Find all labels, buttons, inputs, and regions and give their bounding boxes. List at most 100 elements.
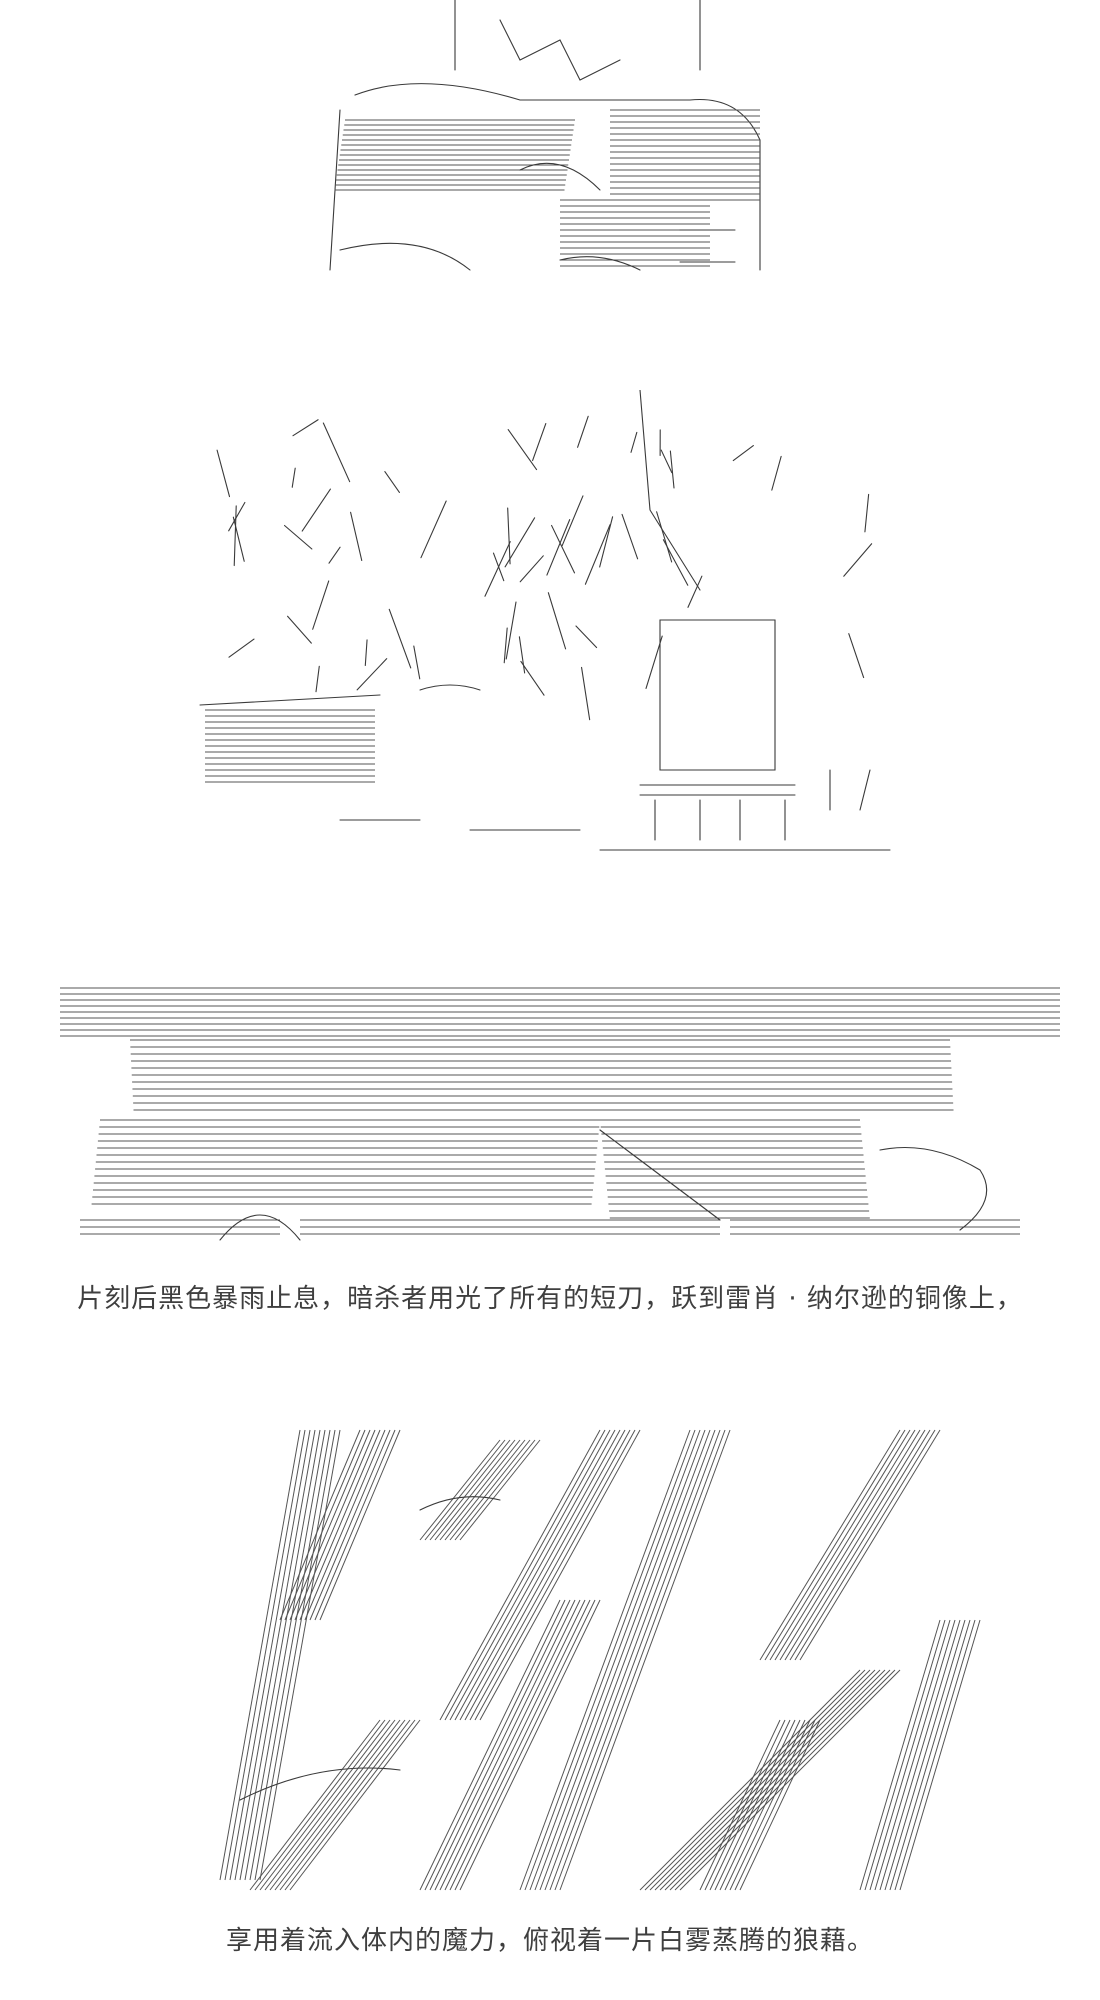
figure-detail [339, 242, 641, 271]
rain-slash [759, 1429, 901, 1661]
debris-stroke [546, 519, 571, 576]
rain-slash [664, 1669, 886, 1891]
debris-stroke [216, 449, 231, 498]
rain-slash [424, 1439, 506, 1541]
rain-curve [239, 1767, 401, 1801]
debris-stroke [228, 638, 255, 658]
rain-slash [879, 1619, 961, 1891]
debris-stroke [322, 422, 351, 483]
debris-diagonal [599, 1129, 721, 1221]
debris-stroke [283, 524, 313, 550]
rain-slash [724, 1719, 806, 1891]
rain-slash [319, 1429, 401, 1621]
rain-slash [764, 1429, 906, 1661]
rain-slash [769, 1429, 911, 1661]
debris-stroke [484, 541, 511, 597]
post [829, 769, 871, 811]
ascii-art-panel-ruins [0, 390, 1100, 860]
rain-slash [254, 1429, 336, 1881]
rain-slash [449, 1599, 591, 1891]
rain-slash [714, 1719, 796, 1891]
rain-slash [709, 1719, 791, 1891]
debris-stroke [669, 450, 675, 489]
debris-stroke [520, 660, 545, 696]
rain-slash [269, 1719, 401, 1891]
rain-slash [259, 1429, 341, 1881]
rain-slash [554, 1429, 726, 1891]
debris-stroke [864, 493, 870, 533]
rain-slash [654, 1669, 876, 1891]
debris-stroke [507, 429, 538, 471]
debris-stroke [848, 633, 865, 679]
debris-stroke [843, 543, 873, 577]
rain-slash [314, 1429, 396, 1621]
rain-slash [449, 1439, 531, 1541]
rain-slash [284, 1719, 416, 1891]
rain-slash [299, 1429, 381, 1621]
ascii-art-panel-debris [0, 980, 1100, 1270]
debris-stroke [599, 516, 614, 568]
rain-slash [884, 1619, 966, 1891]
figure-detail [499, 19, 621, 81]
rain-slash [459, 1429, 621, 1721]
rain-slash [454, 1599, 596, 1891]
debris-stroke [505, 601, 517, 660]
ascii-art-debris [60, 987, 1060, 1241]
debris-stroke [503, 627, 508, 664]
rain-slash [294, 1429, 376, 1621]
rain-slash [429, 1599, 571, 1891]
rain-slash [439, 1599, 581, 1891]
rain-slash [279, 1429, 361, 1621]
debris-stroke [420, 500, 447, 559]
debris-stroke [233, 505, 237, 567]
debris-stroke [507, 507, 511, 565]
debris-stroke [547, 592, 567, 650]
debris-stroke [630, 431, 638, 453]
rain-slash [524, 1429, 696, 1891]
debris-stroke [660, 449, 673, 474]
debris-stroke [312, 580, 330, 630]
rain-slash [254, 1719, 386, 1891]
rain-slash [669, 1669, 891, 1891]
rain-slash [249, 1429, 331, 1881]
rain-slash [739, 1719, 821, 1891]
rain-slash [889, 1619, 971, 1891]
rain-slash [464, 1429, 626, 1721]
rain-slash [479, 1429, 641, 1721]
debris-stroke [621, 513, 639, 560]
rain-slash [444, 1439, 526, 1541]
debris-stroke [771, 455, 782, 491]
rain-slash [249, 1719, 381, 1891]
rain-slash [419, 1599, 561, 1891]
debris-stroke [492, 552, 505, 582]
rain-slash [429, 1439, 511, 1541]
rain-slash [474, 1429, 636, 1721]
rain-slash [864, 1619, 946, 1891]
debris-stroke [581, 666, 591, 721]
rain-slash [439, 1439, 521, 1541]
spire-outline [639, 390, 701, 591]
art-line [199, 694, 381, 706]
rain-slash [234, 1429, 316, 1881]
ascii-art-panel-slashes [0, 1420, 1100, 1900]
figure-outline [354, 83, 761, 271]
rain-slash [244, 1429, 326, 1881]
rain-slash [544, 1429, 716, 1891]
rain-slash [444, 1599, 586, 1891]
caption-line-1: 片刻后黑色暴雨止息，暗杀者用光了所有的短刀，跃到雷肖 · 纳尔逊的铜像上， [77, 1284, 1023, 1314]
rain-slash [469, 1429, 631, 1721]
rain-slash [434, 1439, 516, 1541]
rain-slash [559, 1429, 731, 1891]
debris-stroke [551, 524, 576, 574]
rain-slash [644, 1669, 866, 1891]
rain-slash [454, 1429, 616, 1721]
rain-slash [734, 1719, 816, 1891]
debris-stroke [577, 415, 589, 448]
rain-slash [309, 1429, 391, 1621]
rain-slash [224, 1429, 306, 1881]
debris-stroke [584, 524, 611, 585]
rain-slash [899, 1619, 981, 1891]
rain-curve [419, 1496, 501, 1511]
rain-slash [519, 1429, 691, 1891]
rain-slash [444, 1429, 606, 1721]
